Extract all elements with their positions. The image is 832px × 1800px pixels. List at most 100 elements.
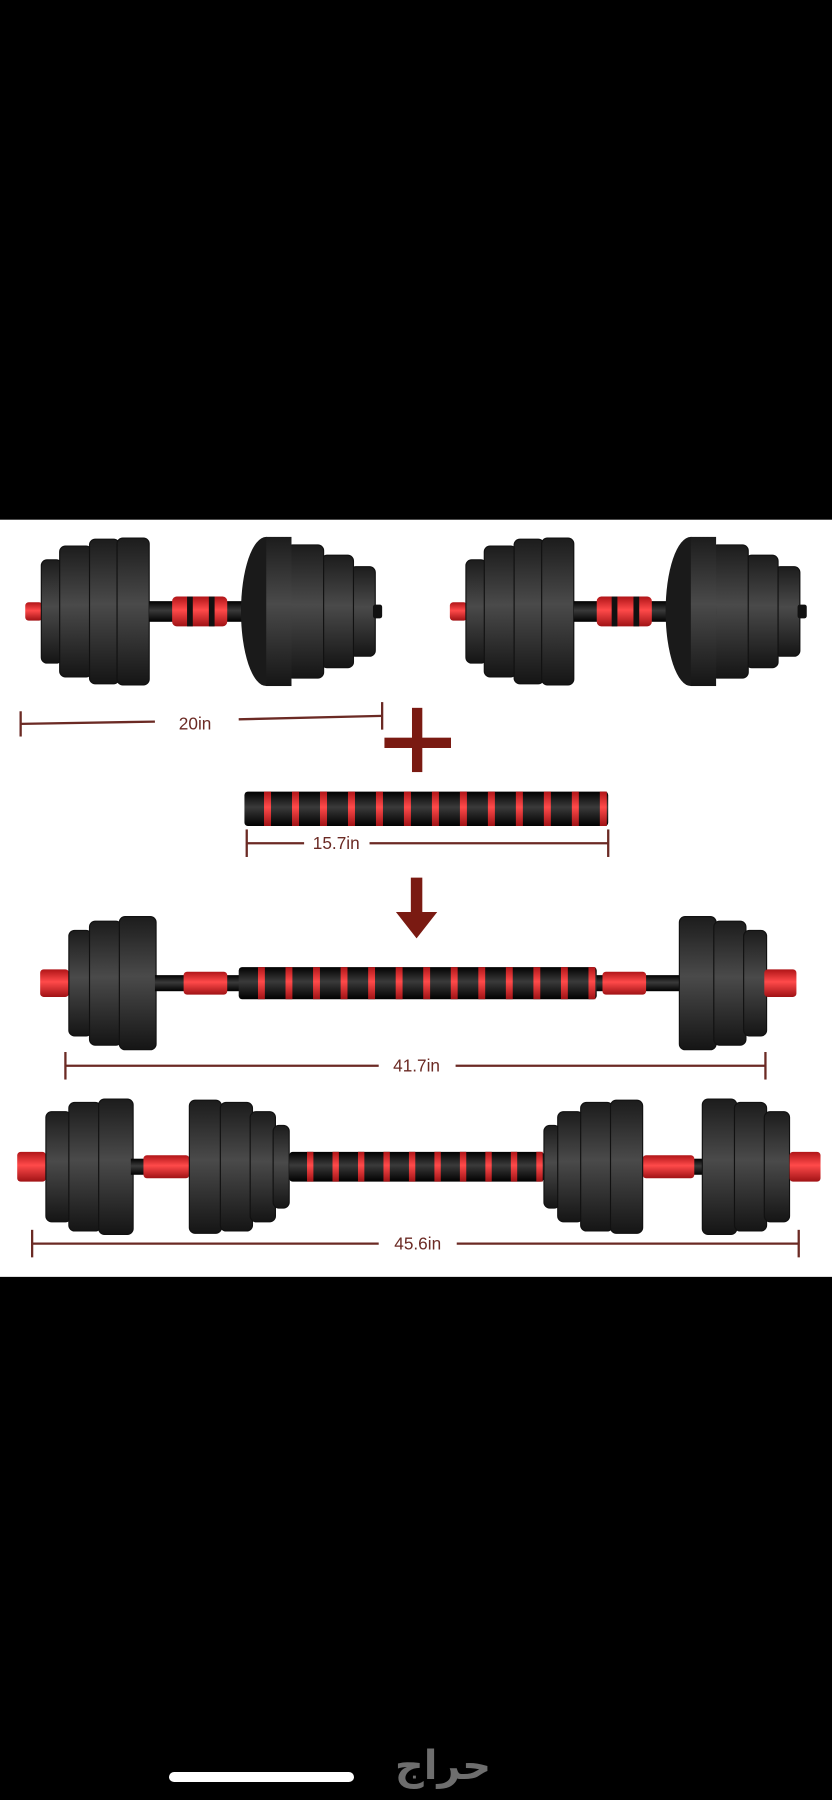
weight-plate <box>580 1101 614 1232</box>
grip-stripe <box>434 1151 441 1182</box>
weight-plate <box>88 920 123 1046</box>
foam-grip <box>289 1151 544 1182</box>
end-cap <box>797 604 807 619</box>
weight-plate <box>713 920 747 1046</box>
weight-plate <box>763 1111 791 1223</box>
grip-stripe <box>478 967 486 1000</box>
grip-stripe <box>485 1151 492 1182</box>
grip-stripe <box>423 967 431 1000</box>
grip-stripe <box>599 791 607 827</box>
weight-plate <box>745 554 779 669</box>
weight-plate <box>249 1111 276 1223</box>
grip-stripe <box>340 967 348 1000</box>
grip-stripe <box>403 791 411 827</box>
dimension-45-6in <box>30 1229 800 1258</box>
weight-plate <box>609 1099 644 1234</box>
grip-stripe <box>487 791 495 827</box>
red-collar <box>642 1155 695 1179</box>
grip-stripe <box>459 791 467 827</box>
weight-plate <box>557 1111 584 1223</box>
extended-barbell-length-label: 45.6in <box>394 1233 441 1253</box>
grip-stripe <box>395 967 403 1000</box>
dimension-20in <box>19 702 384 737</box>
grip-stripe <box>515 791 523 827</box>
end-cap <box>372 604 383 619</box>
grip-stripe <box>257 967 265 1000</box>
weight-plate <box>45 1111 72 1223</box>
grip-stripe <box>431 791 439 827</box>
grip-stripe <box>543 791 551 827</box>
weight-plate <box>88 538 120 685</box>
grip-stripe <box>357 1151 365 1182</box>
connector-length-label: 15.7in <box>313 833 360 853</box>
weight-plate <box>272 1124 290 1209</box>
weight-plate <box>118 916 157 1051</box>
grip-stripe <box>560 967 568 1000</box>
weight-plate <box>40 559 63 664</box>
foam-grip <box>244 791 609 827</box>
weight-plate <box>733 1101 768 1232</box>
weight-plate <box>465 559 488 664</box>
weight-plate <box>513 538 545 685</box>
grip-stripe <box>292 791 300 827</box>
weight-plate <box>701 1098 738 1235</box>
haraj-logo: حراج <box>394 1743 492 1789</box>
grip-stripe <box>510 1151 518 1182</box>
red-grip <box>596 596 652 627</box>
red-grip <box>172 596 228 627</box>
weight-plate <box>188 1099 223 1234</box>
grip-stripe <box>313 967 320 1000</box>
home-indicator[interactable] <box>169 1772 354 1782</box>
grip-stripe <box>588 967 596 1000</box>
grip-stripe <box>368 967 376 1000</box>
grip-stripe <box>347 791 355 827</box>
grip-stripe <box>208 596 215 627</box>
barbell-length-label: 41.7in <box>393 1056 440 1076</box>
grip-stripe <box>505 967 513 1000</box>
dumbbell <box>449 536 807 687</box>
barbell <box>40 916 797 1051</box>
grip-stripe <box>319 791 327 827</box>
weight-plate <box>678 916 717 1051</box>
grip-stripe <box>408 1151 416 1182</box>
grip-stripe <box>536 1151 543 1182</box>
red-collar <box>183 971 228 995</box>
weight-plate <box>68 1101 102 1232</box>
weight-plate <box>116 537 150 686</box>
weight-plate <box>710 544 749 679</box>
grip-stripe <box>611 596 618 627</box>
dimension-15-7in <box>245 829 610 857</box>
grip-stripe <box>307 1151 314 1182</box>
grip-stripe <box>459 1151 467 1182</box>
connector-bar <box>244 791 609 827</box>
plus-icon <box>384 707 452 773</box>
red-collar <box>602 971 647 995</box>
red-collar <box>40 969 69 997</box>
grip-stripe <box>332 1151 339 1182</box>
grip-stripe <box>285 967 293 1000</box>
grip-stripe <box>533 967 541 1000</box>
grip-stripe <box>187 596 193 627</box>
weight-plate <box>743 929 768 1037</box>
red-collar <box>449 602 468 621</box>
weight-plate <box>68 929 93 1037</box>
dumbbell <box>25 536 383 687</box>
weight-plate <box>98 1098 134 1235</box>
red-collar <box>25 602 43 621</box>
grip-stripe <box>383 1151 390 1182</box>
dimension-41-7in <box>64 1052 767 1080</box>
red-collar <box>764 969 797 997</box>
grip-stripe <box>571 791 579 827</box>
red-collar <box>17 1151 46 1182</box>
weight-plate <box>59 545 93 678</box>
grip-stripe <box>375 791 383 827</box>
grip-stripe <box>450 967 458 1000</box>
weight-plate <box>483 545 517 678</box>
grip-stripe <box>264 791 272 827</box>
red-collar <box>143 1155 190 1179</box>
weight-plate <box>219 1101 254 1232</box>
weight-plate <box>541 537 575 686</box>
arrow-down-icon <box>395 877 438 939</box>
extended-barbell <box>17 1098 821 1235</box>
